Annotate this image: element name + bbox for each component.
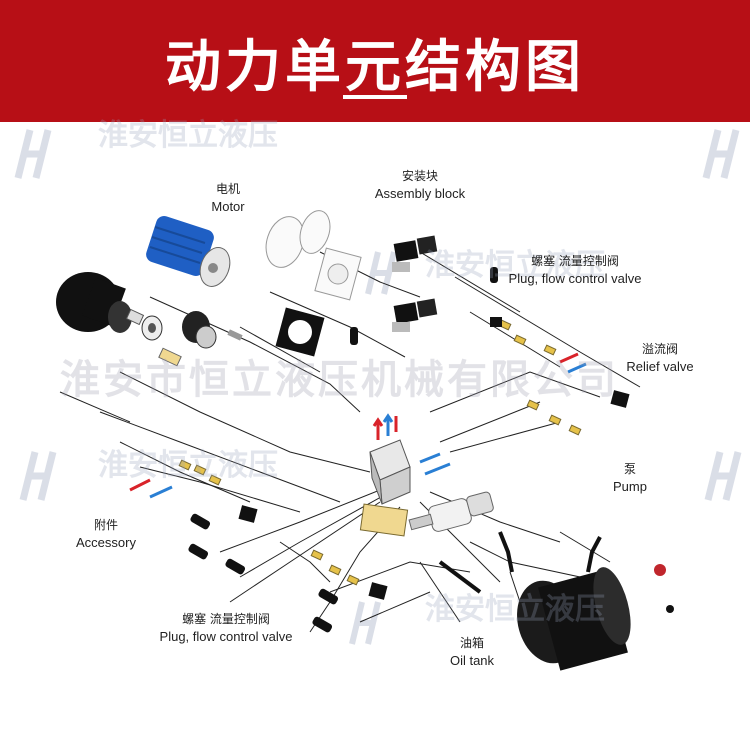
page-title: 动力单元结构图 [165, 35, 585, 100]
diagram-canvas [14, 129, 742, 671]
assembly-block-parts [392, 235, 438, 332]
power-unit-diagram: 淮安市恒立液压机械有限公司 淮安恒立液压 淮安恒立液压 淮安恒立液压 淮安恒立液… [0, 118, 750, 735]
hl-logo-icon [349, 251, 397, 645]
label-oil-tank: 油箱 Oil tank [449, 636, 495, 668]
label-motor: 电机 Motor [211, 182, 245, 214]
manifold-block-part [359, 439, 411, 537]
hl-logo-icon [19, 451, 57, 501]
motor-part [146, 215, 231, 287]
label-accessory: 附件 Accessory [76, 518, 136, 550]
hl-logo-icon [702, 129, 740, 179]
bell-housing-part [265, 210, 362, 301]
hl-logo-icon [14, 129, 52, 179]
dc-motor-part [56, 272, 145, 333]
label-relief-valve: 溢流阀 Relief valve [626, 342, 694, 374]
hl-logo-icon [704, 451, 742, 501]
coupling-parts [141, 311, 243, 367]
pump-part [408, 491, 494, 532]
flow-arrows [129, 352, 587, 499]
plug-parts [188, 267, 630, 633]
title-underline [343, 95, 407, 99]
label-plug-flow-valve-bottom: 螺塞 流量控制阀 Plug, flow control valve [159, 612, 293, 644]
oil-tank-part [517, 564, 674, 671]
suction-hose-part [438, 531, 602, 594]
label-plug-flow-valve-top: 螺塞 流量控制阀 Plug, flow control valve [508, 254, 642, 286]
adapter-flange-part [275, 307, 325, 357]
fitting-parts [178, 319, 582, 586]
header-banner: 动力单元结构图 [0, 0, 750, 122]
label-pump: 泵 Pump [613, 462, 647, 494]
label-assembly-block: 安装块 Assembly block [374, 169, 466, 201]
